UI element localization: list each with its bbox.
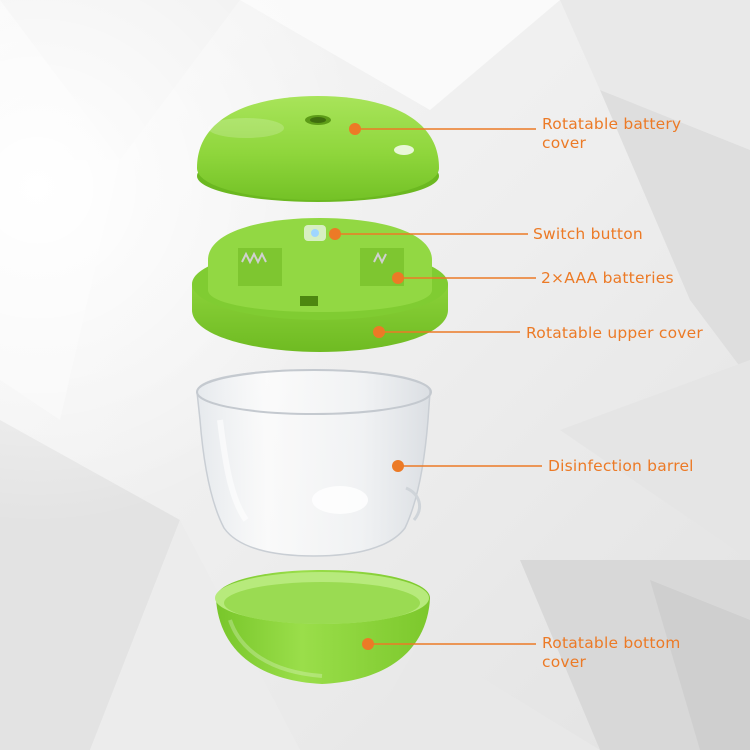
callout-line: cover bbox=[542, 653, 587, 671]
callout-label-bottom-cover: Rotatable bottom cover bbox=[542, 634, 681, 672]
upper-cover-part bbox=[192, 218, 448, 352]
callout-leaders bbox=[329, 123, 542, 650]
callout-line: cover bbox=[542, 134, 587, 152]
callout-label-battery-cover: Rotatable battery cover bbox=[542, 115, 681, 153]
callout-dot-battery-cover bbox=[349, 123, 361, 135]
callout-dot-bottom-cover bbox=[362, 638, 374, 650]
callout-dot-switch-button bbox=[329, 228, 341, 240]
bottom-cover-part bbox=[215, 570, 430, 684]
callout-label-switch-button: Switch button bbox=[533, 225, 643, 244]
battery-cover-part bbox=[197, 96, 439, 202]
callout-label-barrel: Disinfection barrel bbox=[548, 457, 694, 476]
callout-line: Disinfection barrel bbox=[548, 457, 694, 475]
callout-line: Switch button bbox=[533, 225, 643, 243]
callout-line: 2×AAA batteries bbox=[541, 269, 674, 287]
callout-line: Rotatable battery bbox=[542, 115, 682, 133]
callout-dot-batteries bbox=[392, 272, 404, 284]
callout-label-batteries: 2×AAA batteries bbox=[541, 269, 674, 288]
callout-dot-barrel bbox=[392, 460, 404, 472]
disinfection-barrel-part bbox=[196, 369, 432, 557]
callout-label-upper-cover: Rotatable upper cover bbox=[526, 324, 703, 343]
callout-dot-upper-cover bbox=[373, 326, 385, 338]
callout-line: Rotatable bottom bbox=[542, 634, 681, 652]
callout-line: Rotatable upper cover bbox=[526, 324, 703, 342]
